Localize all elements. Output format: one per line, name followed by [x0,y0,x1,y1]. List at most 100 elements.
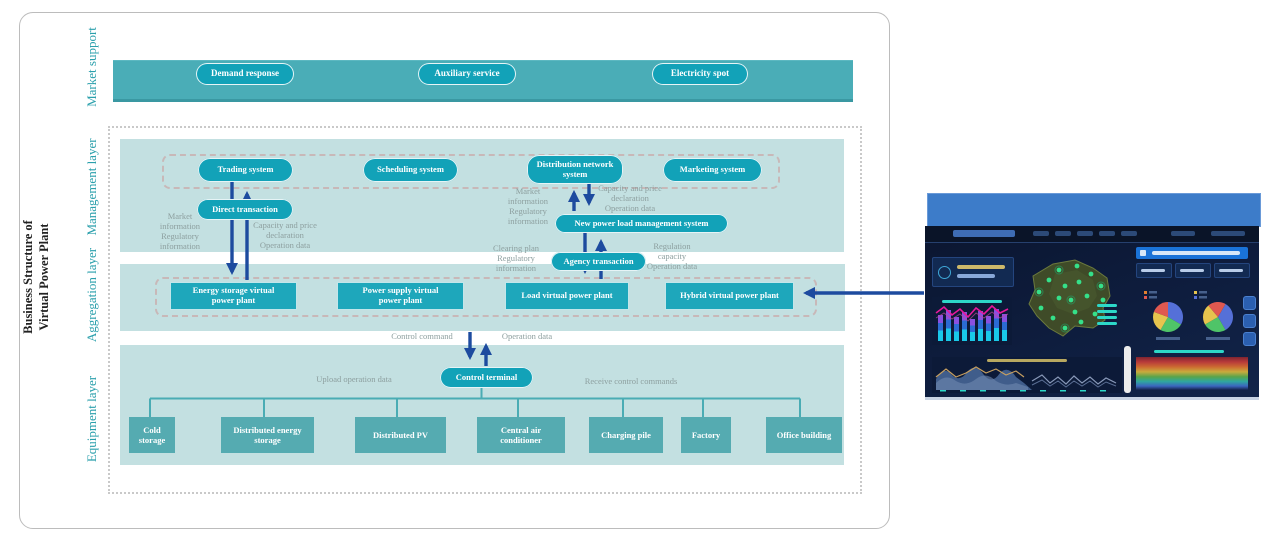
pill-demand-response: Demand response [196,63,294,85]
bar-chart-line-overlay [935,304,1009,322]
map-legend-row [1097,310,1117,313]
bar [986,316,991,341]
pill-scheduling-system: Scheduling system [363,158,458,182]
annotation-market-info-mid: Market information Regulatory informatio… [507,186,549,226]
pill-distribution-network-system: Distribution network system [527,155,623,184]
box-office-building: Office building [766,417,842,453]
dashboard-scrollbar [1124,346,1131,393]
annotation-receive-control-commands: Receive control commands [584,376,678,386]
pill-trading-system: Trading system [198,158,293,182]
management-layer-panel [120,139,844,252]
bar [970,319,975,341]
pill-marketing-system: Marketing system [663,158,762,182]
pie-chart-left [1153,302,1184,333]
box-load-vpp: Load virtual power plant [505,282,629,310]
annotation-capacity-mid: Capacity and price declaration Operation… [598,183,662,213]
annotation-upload-operation-data: Upload operation data [316,374,392,384]
dashboard-stat-box [1136,263,1172,278]
figure-title: Business Structure of Virtual Power Plan… [21,220,52,334]
dashboard-stat-box [1214,263,1250,278]
dashboard-pie-charts [1144,291,1234,340]
bar [1002,314,1007,341]
dashboard-panel-header [932,348,1012,355]
dashboard-nav-item [1033,231,1049,236]
dashboard-stats-panel [932,257,1014,287]
annotation-clearing-plan: Clearing plan Regulatory information [492,243,540,273]
banner-icon [1140,250,1146,256]
dashboard-panel-header [932,288,1012,295]
bar [938,315,943,341]
stat-text [1180,269,1204,272]
banner-text [1152,251,1240,255]
layer-label-market-support: Market support [84,27,99,107]
layer-label-management: Management layer [84,138,99,236]
box-hybrid-vpp: Hybrid virtual power plant [665,282,794,310]
dashboard-header-bar [925,226,1259,243]
dashboard-panel-header [1017,248,1092,255]
pill-agency-transaction: Agency transaction [551,252,646,271]
dashboard-nav-item [1099,231,1115,236]
dashboard-nav-item [1121,231,1137,236]
pill-electricity-spot: Electricity spot [652,63,748,85]
dashboard-nav-item [1077,231,1093,236]
map-legend-row [1097,304,1117,307]
bar-chart-legend [942,300,1002,303]
annotation-control-command: Control command [391,331,453,341]
dashboard-stacked-area-chart [1136,350,1248,390]
stat-line [957,265,1005,269]
box-charging-pile: Charging pile [589,417,663,453]
annotation-operation-data: Operation data [501,331,553,341]
map-legend-row [1097,316,1117,319]
box-energy-storage-vpp: Energy storage virtual power plant [170,282,297,310]
area-chart-svg [935,366,1117,392]
stat-text [1141,269,1165,272]
map-legend-row [1097,322,1117,325]
box-factory: Factory [681,417,731,453]
box-distributed-energy-storage: Distributed energy storage [221,417,314,453]
stacked-chart-title [1154,350,1224,353]
pill-control-terminal: Control terminal [440,367,533,388]
stat-text [1219,269,1243,272]
stat-line [957,274,995,278]
dashboard-clock-area [1211,231,1245,236]
bar [994,309,999,341]
dashboard-bar-chart [932,297,1012,345]
dotted-frame [108,126,862,494]
gauge-icon [938,266,951,279]
box-distributed-pv: Distributed PV [355,417,446,453]
box-central-air-conditioner: Central air conditioner [477,417,565,453]
bar [954,317,959,341]
box-power-supply-vpp: Power supply virtual power plant [337,282,464,310]
pill-new-power-load-management-system: New power load management system [555,214,728,233]
pie-legends [1144,291,1207,299]
layer-label-aggregation: Aggregation layer [84,247,99,343]
pie-chart-right [1203,302,1234,332]
layer-label-equipment: Equipment layer [84,375,99,463]
dashboard-blue-title-bar [927,193,1261,227]
aggregation-dashed-box [155,277,817,317]
dashboard-nav-item [1055,231,1071,236]
dashboard-title-text [953,230,1015,237]
management-systems-dashed-box [162,154,780,189]
pill-auxiliary-service: Auxiliary service [418,63,516,85]
box-cold-storage: Cold storage [129,417,175,453]
pill-direct-transaction: Direct transaction [197,199,293,220]
dashboard-map [1028,259,1111,337]
dashboard-side-button [1243,332,1256,346]
annotation-regulation-capacity: Regulation capacity Operation data [646,241,698,271]
bar [962,312,967,341]
annotation-capacity-left: Capacity and price declaration Operation… [253,220,317,250]
dashboard-screenshot [925,226,1259,400]
dashboard-area-chart [932,357,1122,393]
dashboard-panel-header [932,248,1012,255]
dashboard-stat-box [1175,263,1211,278]
annotation-market-info-left: Market information Regulatory informatio… [159,211,201,251]
area-chart-title [987,359,1067,362]
dashboard-side-button [1243,296,1256,310]
dashboard-blue-banner [1136,247,1248,259]
dashboard-user-area [1171,231,1195,236]
bar [946,310,951,341]
dashboard-panel-header [1136,280,1248,287]
dashboard-side-button [1243,314,1256,328]
